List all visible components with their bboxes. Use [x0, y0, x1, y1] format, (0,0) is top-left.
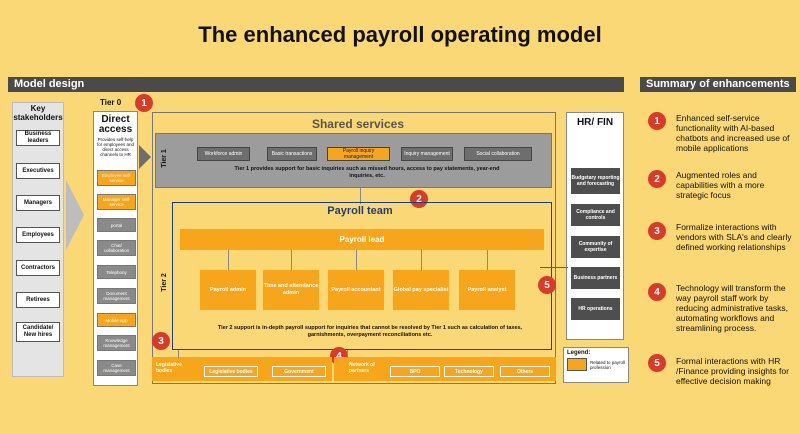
legend-item: Related to payroll profession [590, 359, 626, 370]
tier1-description: Tier 1 provides support for basic inquir… [234, 166, 500, 179]
tier0-arrow-icon [139, 145, 151, 169]
stakeholder-item: Employees [16, 227, 60, 243]
summary-badge-5: 5 [648, 354, 666, 372]
service-social-collaboration: Social collaboration [464, 147, 532, 161]
hr-connector [540, 267, 568, 268]
role-time-attendance-admin: Time and attendance admin [263, 270, 319, 310]
hr-budgetary-reporting: Budgetary reporting and forecasting [571, 168, 620, 194]
legislative-label: Legislative bodies [156, 362, 182, 374]
badge-5: 5 [538, 276, 556, 294]
stakeholder-item: Managers [16, 195, 60, 211]
legend-title: Legend: [567, 350, 591, 356]
stakeholder-arrow-icon [66, 180, 84, 250]
vendor-technology: Technology [444, 366, 494, 377]
stakeholder-item: Contractors [16, 260, 60, 276]
model-frame [152, 112, 556, 384]
summary-badge-4: 4 [648, 283, 666, 301]
channel-mobile-app: Mobile app [97, 313, 136, 327]
hr-operations: HR operations [571, 298, 620, 320]
tier0-panel: Direct access Provides self-help for emp… [93, 111, 138, 386]
role-payroll-admin: Payroll admin [200, 270, 256, 310]
summary-text-3: Formalize interactions with vendors with… [676, 222, 792, 252]
tier2-description: Tier 2 support is in-depth payroll suppo… [217, 325, 523, 338]
payroll-lead: Payroll lead [180, 229, 544, 250]
hr-business-partners: Business partners [571, 267, 620, 289]
legend-swatch [567, 358, 587, 371]
summary-badge-2: 2 [648, 170, 666, 188]
tier1-label: Tier 1 [160, 148, 168, 168]
vendor-others: Others [500, 366, 550, 377]
stakeholder-item: Business leaders [16, 130, 60, 146]
tier-connector [360, 188, 361, 204]
legend-panel: Legend: Related to payroll profession [563, 347, 629, 383]
channel-portal: portal [97, 218, 136, 232]
summary-text-2: Augmented roles and capabilities with a … [676, 170, 765, 200]
channel-employee-self-service: Employee self-service [97, 170, 136, 186]
stakeholders-title: Key stakeholders [13, 104, 63, 122]
channel-telephony: Telephony [97, 265, 136, 279]
service-basic-transactions: Basic transactions [267, 147, 317, 161]
role-payroll-accountant: Payroll accountant [328, 270, 384, 310]
hr-compliance-controls: Compliance and controls [571, 204, 620, 226]
hr-fin-title: HR/ FIN [576, 117, 614, 128]
service-payroll-inquiry: Payroll inquiry management [327, 147, 390, 161]
vendor-legislative-bodies: Legislative bodies [204, 366, 258, 377]
channel-case-management: Case management [97, 360, 136, 376]
network-label: Network of partners [349, 362, 375, 374]
payroll-team-title: Payroll team [327, 205, 393, 217]
hr-community-expertise: Community of expertise [571, 236, 620, 258]
service-inquiry-management: Inquiry management [401, 147, 453, 161]
summary-badge-3: 3 [648, 222, 666, 240]
service-workforce-admin: Workforce admin [197, 147, 250, 161]
summary-text-4: Technology will transform the way payrol… [676, 283, 788, 333]
summary-text-5: Formal interactions with HR /Finance pro… [676, 356, 789, 386]
tier0-description: Provides self-help for employees and dir… [96, 137, 135, 157]
tier0-title: Direct access [98, 114, 133, 135]
tier0-label: Tier 0 [100, 98, 122, 107]
payroll-team-panel [172, 202, 552, 350]
channel-manager-self-service: Manager self-service [97, 194, 136, 210]
channel-knowledge-management: Knowledge management [97, 335, 136, 351]
role-payroll-analyst: Payroll analyst [459, 270, 515, 310]
stakeholder-item: Retirees [16, 292, 60, 308]
channel-chat: Chat/ collaboration [97, 240, 136, 256]
summary-text-1: Enhanced self-service functionality with… [676, 113, 790, 153]
shared-services-title: Shared services [311, 117, 405, 131]
vendor-government: Government [272, 366, 326, 377]
page-title: The enhanced payroll operating model [198, 22, 602, 47]
summary-badge-1: 1 [648, 112, 666, 130]
summary-header: Summary of enhancements [640, 77, 796, 92]
badge-3: 3 [152, 332, 170, 350]
badge-1: 1 [135, 94, 153, 112]
tier2-label: Tier 2 [160, 272, 168, 292]
vendor-bpo: BPO [390, 366, 440, 377]
model-design-header: Model design [8, 77, 624, 92]
channel-document-management: Document management [97, 288, 136, 304]
badge-2: 2 [410, 190, 428, 208]
stakeholder-item: Candidate/ New hires [16, 322, 60, 342]
stakeholder-item: Executives [16, 163, 60, 179]
role-global-pay-specialist: Global pay specialist [393, 270, 449, 310]
